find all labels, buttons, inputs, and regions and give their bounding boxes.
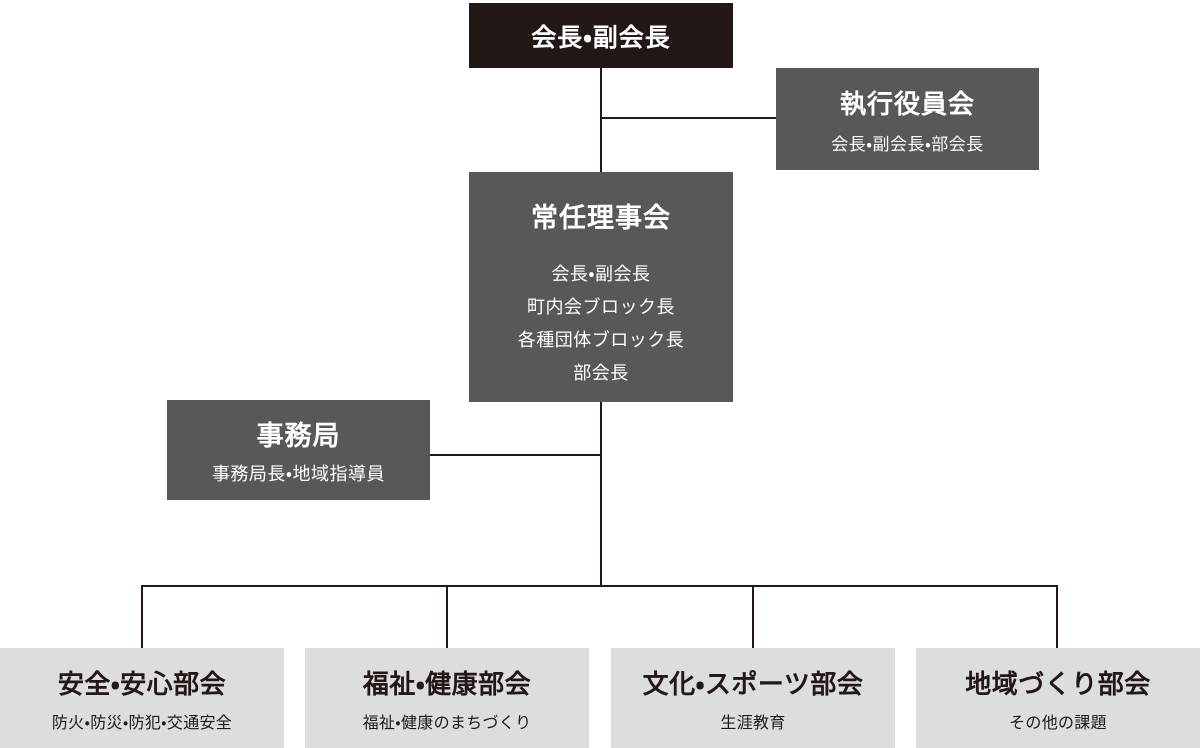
node-committee-culture-sports: 文化・スポーツ部会 生涯教育 (611, 648, 895, 748)
connector-to-executive-board (601, 117, 776, 119)
committee-title: 福祉・健康部会 (362, 668, 532, 699)
node-secretariat-title: 事務局 (256, 421, 341, 451)
committee-subtitle: その他の課題 (1009, 714, 1107, 732)
node-executive-board: 執行役員会 会長・副会長・部会長 (776, 68, 1039, 170)
standing-directors-member: 会長・副会長 (551, 264, 651, 284)
committee-subtitle: 防火・防災・防犯・交通安全 (51, 714, 233, 732)
node-chairman-title: 会長・副会長 (531, 23, 671, 52)
node-secretariat-subtitle: 事務局長・地域指導員 (211, 464, 386, 484)
node-secretariat: 事務局 事務局長・地域指導員 (167, 400, 430, 500)
node-committee-safety: 安全・安心部会 防火・防災・防犯・交通安全 (0, 648, 284, 748)
standing-directors-member: 町内会ブロック長 (527, 297, 675, 317)
node-standing-directors-title: 常任理事会 (531, 203, 671, 233)
connector-committees-horizontal (141, 585, 1058, 587)
connector-drop-committee-1 (141, 585, 143, 648)
connector-drop-committee-4 (1056, 585, 1058, 648)
node-executive-board-subtitle: 会長・副会長・部会長 (831, 134, 984, 154)
connector-drop-committee-2 (446, 585, 448, 648)
node-committee-welfare-health: 福祉・健康部会 福祉・健康のまちづくり (305, 648, 589, 748)
standing-directors-member: 部会長 (573, 363, 629, 383)
connector-chairman-to-standing (600, 68, 602, 172)
committee-subtitle: 生涯教育 (720, 714, 786, 732)
connector-to-secretariat (430, 454, 602, 456)
committee-title: 文化・スポーツ部会 (642, 668, 864, 699)
connector-drop-committee-3 (752, 585, 754, 648)
committee-title: 地域づくり部会 (965, 668, 1151, 699)
committee-subtitle: 福祉・健康のまちづくり (362, 714, 532, 732)
node-standing-directors: 常任理事会 会長・副会長 町内会ブロック長 各種団体ブロック長 部会長 (469, 172, 733, 402)
connector-standing-to-committees (600, 402, 602, 587)
node-executive-board-title: 執行役員会 (839, 88, 975, 119)
node-committee-community-building: 地域づくり部会 その他の課題 (916, 648, 1200, 748)
committee-title: 安全・安心部会 (57, 668, 227, 699)
node-chairman: 会長・副会長 (469, 3, 733, 68)
standing-directors-member: 各種団体ブロック長 (517, 330, 685, 350)
